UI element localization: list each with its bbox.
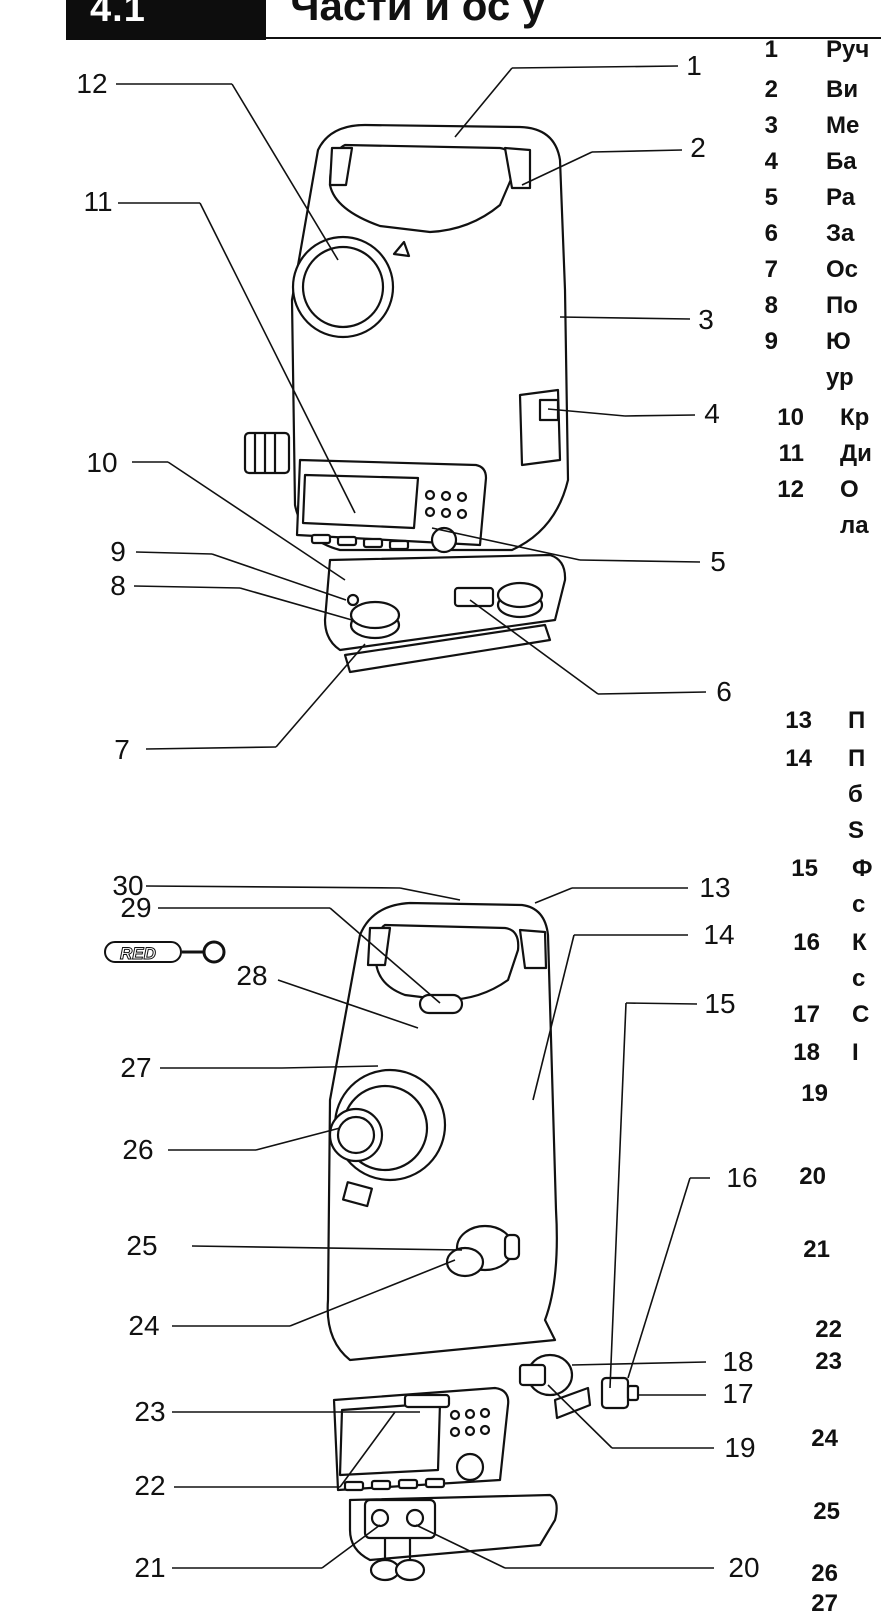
callout-26: 26 xyxy=(122,1134,154,1165)
callout-8: 8 xyxy=(110,570,126,601)
page-title: Части и ос у xyxy=(290,0,546,29)
legend-number: 16 xyxy=(793,929,820,956)
legend-text: Ви xyxy=(826,76,859,103)
callout-28: 28 xyxy=(236,960,268,991)
callout-5: 5 xyxy=(710,546,726,577)
legend-text: б xyxy=(848,781,863,808)
legend-number: 22 xyxy=(815,1316,842,1343)
legend-number: 9 xyxy=(764,328,778,355)
legend-number: 25 xyxy=(813,1498,840,1525)
legend-number: 10 xyxy=(777,404,804,431)
legend-text: S xyxy=(848,817,865,844)
legend-text: ла xyxy=(840,512,869,539)
legend-number: 3 xyxy=(764,112,778,139)
legend-text: Ме xyxy=(826,112,860,139)
section-number-bar xyxy=(66,0,266,40)
legend-text: Кр xyxy=(840,404,870,431)
legend-text: О xyxy=(840,476,859,503)
leader-lines xyxy=(116,65,714,1569)
legend-number: 6 xyxy=(764,220,778,247)
callout-23: 23 xyxy=(134,1396,166,1427)
legend-text: Руч xyxy=(826,36,870,63)
callout-17: 17 xyxy=(722,1378,754,1409)
legend-text: Ос xyxy=(826,256,859,283)
callout-15: 15 xyxy=(704,988,736,1019)
legend-number: 21 xyxy=(803,1236,830,1263)
callout-9: 9 xyxy=(110,536,126,567)
callout-12: 12 xyxy=(76,68,108,99)
legend-number: 20 xyxy=(799,1163,826,1190)
legend-number: 26 xyxy=(811,1560,838,1587)
callout-10: 10 xyxy=(86,447,118,478)
legend-number: 27 xyxy=(811,1590,838,1617)
legend-number: 11 xyxy=(778,440,804,467)
legend-number: 4 xyxy=(764,148,778,175)
legend-number: 24 xyxy=(811,1425,838,1452)
callout-3: 3 xyxy=(698,304,714,335)
callout-4: 4 xyxy=(704,398,720,429)
callout-20: 20 xyxy=(728,1552,760,1583)
legend-number: 17 xyxy=(793,1001,820,1028)
instrument-rear-view xyxy=(326,901,640,1582)
legend-number: 7 xyxy=(764,256,778,283)
legend-number: 5 xyxy=(764,184,778,211)
legend-number: 14 xyxy=(785,745,812,772)
legend-text: Ди xyxy=(840,440,872,467)
callout-6: 6 xyxy=(716,676,732,707)
callout-7: 7 xyxy=(114,734,130,765)
callout-11: 11 xyxy=(83,186,113,217)
callout-25: 25 xyxy=(126,1230,158,1261)
callout-13: 13 xyxy=(699,872,731,903)
callout-14: 14 xyxy=(703,919,735,950)
callout-18: 18 xyxy=(722,1346,754,1377)
legend-text: Ба xyxy=(826,148,857,175)
legend-text: За xyxy=(826,220,855,247)
callout-21: 21 xyxy=(134,1552,166,1583)
callout-2: 2 xyxy=(690,132,706,163)
legend-text: По xyxy=(826,292,858,319)
legend-text: с xyxy=(852,965,866,992)
legend-text: П xyxy=(848,745,866,772)
legend-number: 12 xyxy=(777,476,804,503)
callout-24: 24 xyxy=(128,1310,160,1341)
legend-number: 23 xyxy=(815,1348,842,1375)
red-badge-text: RED xyxy=(120,944,156,963)
callout-29: 29 xyxy=(120,892,152,923)
legend-number: 8 xyxy=(764,292,778,319)
callout-22: 22 xyxy=(134,1470,166,1501)
callout-16: 16 xyxy=(726,1162,758,1193)
red-laser-badge: RED xyxy=(104,940,226,964)
legend-text: П xyxy=(848,707,866,734)
legend-text: С xyxy=(852,1001,870,1028)
callout-19: 19 xyxy=(724,1432,756,1463)
callout-27: 27 xyxy=(120,1052,152,1083)
legend-text: I xyxy=(852,1039,859,1066)
legend-text: Ф xyxy=(852,855,873,882)
callout-1: 1 xyxy=(686,50,702,81)
legend-number: 1 xyxy=(764,36,778,63)
legend-number: 2 xyxy=(764,76,778,103)
header-rule xyxy=(266,37,881,39)
legend-number: 19 xyxy=(801,1080,828,1107)
section-number: 4.1 xyxy=(90,0,146,30)
legend-text: Ра xyxy=(826,184,856,211)
legend-number: 13 xyxy=(785,707,812,734)
instrument-front-view xyxy=(243,123,570,674)
legend-text: ур xyxy=(826,364,854,391)
callout-30: 30 xyxy=(112,870,144,901)
legend-text: с xyxy=(852,891,866,918)
legend-text: Ю xyxy=(826,328,851,355)
legend-text: К xyxy=(852,929,867,956)
legend-number: 18 xyxy=(793,1039,820,1066)
legend-number: 15 xyxy=(791,855,818,882)
